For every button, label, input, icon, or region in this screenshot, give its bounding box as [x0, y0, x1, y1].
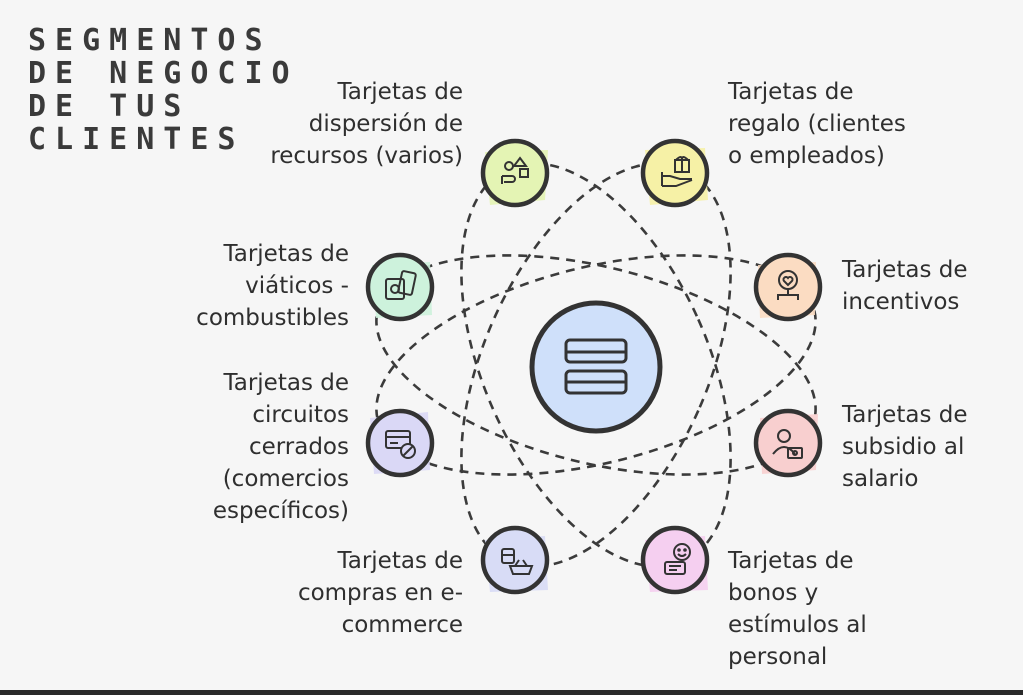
- label-line: subsidio al: [842, 434, 965, 460]
- label-subsidio: Tarjetas de subsidio al salario: [842, 399, 968, 495]
- label-line: Tarjetas de: [728, 548, 854, 574]
- node-circle-subsidio: [753, 408, 823, 478]
- title-line-3: DE TUS: [28, 89, 191, 124]
- label-line: (comercios: [222, 466, 349, 492]
- node-regalo: [640, 138, 710, 208]
- label-line: estímulos al: [728, 612, 867, 638]
- node-dispersion: [480, 138, 550, 208]
- gas-card-icon: [385, 270, 417, 300]
- label-compras: Tarjetas de compras en e- commerce: [298, 545, 463, 641]
- title-line-2: DE NEGOCIO: [28, 56, 299, 91]
- node-circuitos: [365, 408, 435, 478]
- gift-hand-icon: [661, 156, 693, 187]
- label-line: regalo (clientes: [728, 111, 906, 137]
- node-circle-dispersion: [480, 138, 550, 208]
- label-line: combustibles: [196, 305, 349, 331]
- center-circle: [529, 300, 663, 434]
- label-circuitos: Tarjetas de circuitos cerrados (comercio…: [213, 367, 349, 527]
- card-blocked-icon: [385, 430, 416, 459]
- label-line: dispersión de: [308, 111, 463, 137]
- node-circle-incentivos: [753, 252, 823, 322]
- label-line: compras en e-: [297, 580, 463, 606]
- label-line: Tarjetas de: [337, 79, 464, 105]
- label-line: específicos): [212, 498, 349, 524]
- label-line: cerrados: [248, 434, 349, 460]
- label-line: bonos y: [728, 580, 819, 606]
- label-line: recursos (varios): [270, 143, 463, 169]
- label-viaticos: Tarjetas de viáticos - combustibles: [196, 238, 349, 334]
- shapes-hand-icon: [501, 156, 529, 184]
- person-money-icon: [772, 429, 803, 459]
- diagram-title: SEGMENTOS DE NEGOCIO DE TUS CLIENTES: [28, 24, 299, 156]
- title-line-1: SEGMENTOS: [28, 23, 272, 58]
- label-line: Tarjetas de: [223, 370, 350, 396]
- label-line: o empleados): [728, 143, 885, 169]
- node-incentivos: [753, 252, 823, 322]
- label-line: Tarjetas de: [842, 257, 968, 283]
- label-line: salario: [842, 466, 919, 492]
- bottom-edge-bar: [0, 690, 1023, 695]
- node-viaticos: [365, 252, 435, 322]
- card-stack-icon: [564, 338, 628, 395]
- node-bonos: [640, 525, 710, 595]
- basket-icon: [501, 548, 534, 575]
- label-line: Tarjetas de: [223, 241, 350, 267]
- smile-bonus-icon: [664, 543, 691, 575]
- label-line: incentivos: [842, 289, 960, 315]
- label-line: viáticos -: [245, 273, 349, 299]
- label-line: commerce: [341, 612, 463, 638]
- label-bonos: Tarjetas de bonos y estímulos al persona…: [728, 545, 867, 673]
- node-circle-circuitos: [365, 408, 435, 478]
- label-line: personal: [728, 644, 828, 670]
- label-regalo: Tarjetas de regalo (clientes o empleados…: [728, 76, 906, 172]
- node-circle-bonos: [640, 525, 710, 595]
- label-line: Tarjetas de: [842, 402, 968, 428]
- title-line-4: CLIENTES: [28, 122, 245, 157]
- label-line: Tarjetas de: [728, 79, 854, 105]
- label-incentivos: Tarjetas de incentivos: [842, 254, 968, 318]
- center-node: [529, 300, 663, 434]
- label-line: Tarjetas de: [337, 548, 464, 574]
- node-subsidio: [753, 408, 823, 478]
- heart-people-icon: [777, 270, 799, 300]
- label-dispersion: Tarjetas de dispersión de recursos (vari…: [270, 76, 463, 172]
- node-compras: [480, 525, 550, 595]
- label-line: circuitos: [252, 402, 349, 428]
